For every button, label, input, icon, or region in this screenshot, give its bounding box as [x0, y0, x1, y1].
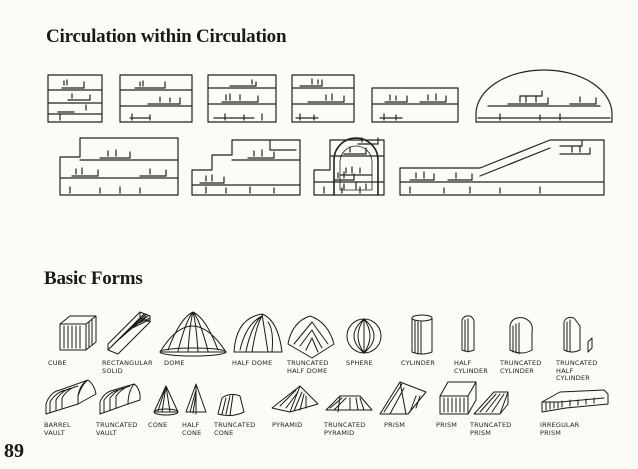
truncated-pyramid-icon — [325, 395, 373, 413]
circulation-section-3 — [207, 74, 277, 123]
heading-circulation: Circulation within Circulation — [46, 26, 287, 47]
prism-icon-2 — [439, 381, 477, 415]
truncated-cone-icon — [217, 393, 245, 417]
label-dome: DOME — [164, 359, 185, 367]
label-truncated-cone: TRUNCATED CONE — [214, 421, 256, 437]
label-sphere: SPHERE — [346, 359, 373, 367]
label-prism: PRISM — [384, 421, 406, 429]
heading-basic-forms: Basic Forms — [44, 268, 143, 289]
circulation-section-4 — [291, 74, 355, 123]
truncated-cylinder-icon — [509, 317, 533, 355]
circulation-section-10 — [333, 137, 379, 196]
label-pyramid: PYRAMID — [272, 421, 303, 429]
cylinder-icon — [411, 314, 433, 355]
label-irregular-prism: IRREGULAR PRISM — [540, 421, 580, 437]
label-truncated-half-cylinder: TRUNCATED HALF CYLINDER — [556, 359, 598, 382]
label-barrel-vault: BARREL VAULT — [44, 421, 71, 437]
truncated-half-cylinder-icon — [563, 317, 593, 353]
barrel-vault-icon — [45, 379, 97, 415]
circulation-section-8 — [191, 139, 301, 196]
rectangular-solid-icon — [107, 311, 151, 355]
label-half-dome: HALF DOME — [232, 359, 273, 367]
cone-icon — [153, 385, 179, 416]
label-half-cone: HALF CONE — [182, 421, 202, 437]
circulation-section-5 — [371, 87, 459, 123]
label-rectangular-solid: RECTANGULAR SOLID — [102, 359, 153, 375]
half-cylinder-icon — [461, 315, 475, 353]
half-cone-icon — [185, 383, 207, 415]
label-cube: CUBE — [48, 359, 67, 367]
dome-icon — [159, 311, 227, 357]
half-dome-icon — [233, 313, 283, 353]
truncated-half-dome-icon — [287, 315, 335, 359]
cube-icon — [59, 315, 97, 351]
truncated-vault-icon — [99, 383, 141, 415]
irregular-prism-icon — [541, 389, 609, 413]
page-number: 89 — [4, 440, 24, 462]
pyramid-icon — [271, 385, 319, 413]
label-truncated-half-dome: TRUNCATED HALF DOME — [287, 359, 329, 375]
label-cone: CONE — [148, 421, 168, 429]
label-truncated-prism: TRUNCATED PRISM — [470, 421, 512, 437]
label-half-cylinder: HALF CYLINDER — [454, 359, 489, 375]
label-truncated-vault: TRUNCATED VAULT — [96, 421, 138, 437]
circulation-section-11 — [399, 139, 605, 196]
circulation-section-6 — [475, 69, 613, 123]
label-prism-2: PRISM — [436, 421, 458, 429]
prism-icon — [379, 381, 427, 415]
circulation-section-2 — [119, 74, 193, 123]
circulation-section-7 — [59, 137, 179, 196]
label-cylinder: CYLINDER — [401, 359, 436, 367]
circulation-section-1 — [47, 74, 103, 123]
label-truncated-pyramid: TRUNCATED PYRAMID — [324, 421, 366, 437]
sphere-icon — [346, 318, 382, 354]
truncated-prism-icon — [473, 391, 509, 415]
label-truncated-cylinder: TRUNCATED CYLINDER — [500, 359, 542, 375]
